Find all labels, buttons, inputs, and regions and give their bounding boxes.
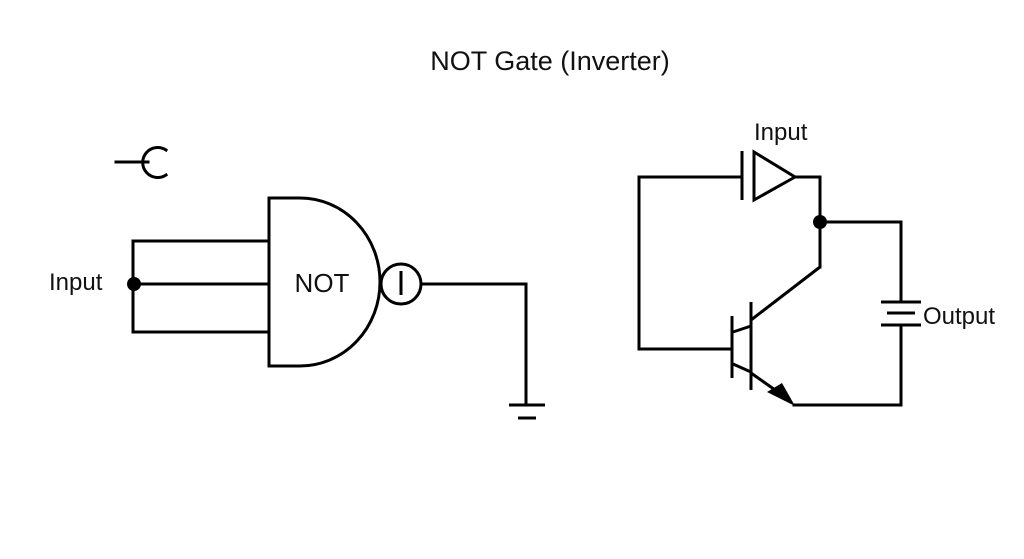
input-wires <box>131 239 271 334</box>
left-input-label: Input <box>49 269 103 296</box>
output-label: Output <box>923 303 995 330</box>
npn-transistor-icon <box>730 265 821 406</box>
output-wire-top <box>818 220 903 304</box>
right-input-label: Input <box>754 119 808 146</box>
input-buffer-icon <box>740 149 822 269</box>
capacitor-icon <box>881 300 921 327</box>
gate-label: NOT <box>295 268 350 298</box>
ground-icon <box>509 403 545 420</box>
diagram-title: NOT Gate (Inverter) <box>430 46 670 76</box>
output-wire-bottom <box>792 323 903 407</box>
output-wire <box>419 282 528 407</box>
inversion-bubble <box>379 262 423 306</box>
input-junction-dot <box>127 277 141 291</box>
entry-terminal-icon <box>114 146 169 179</box>
feedback-wire <box>637 175 742 351</box>
